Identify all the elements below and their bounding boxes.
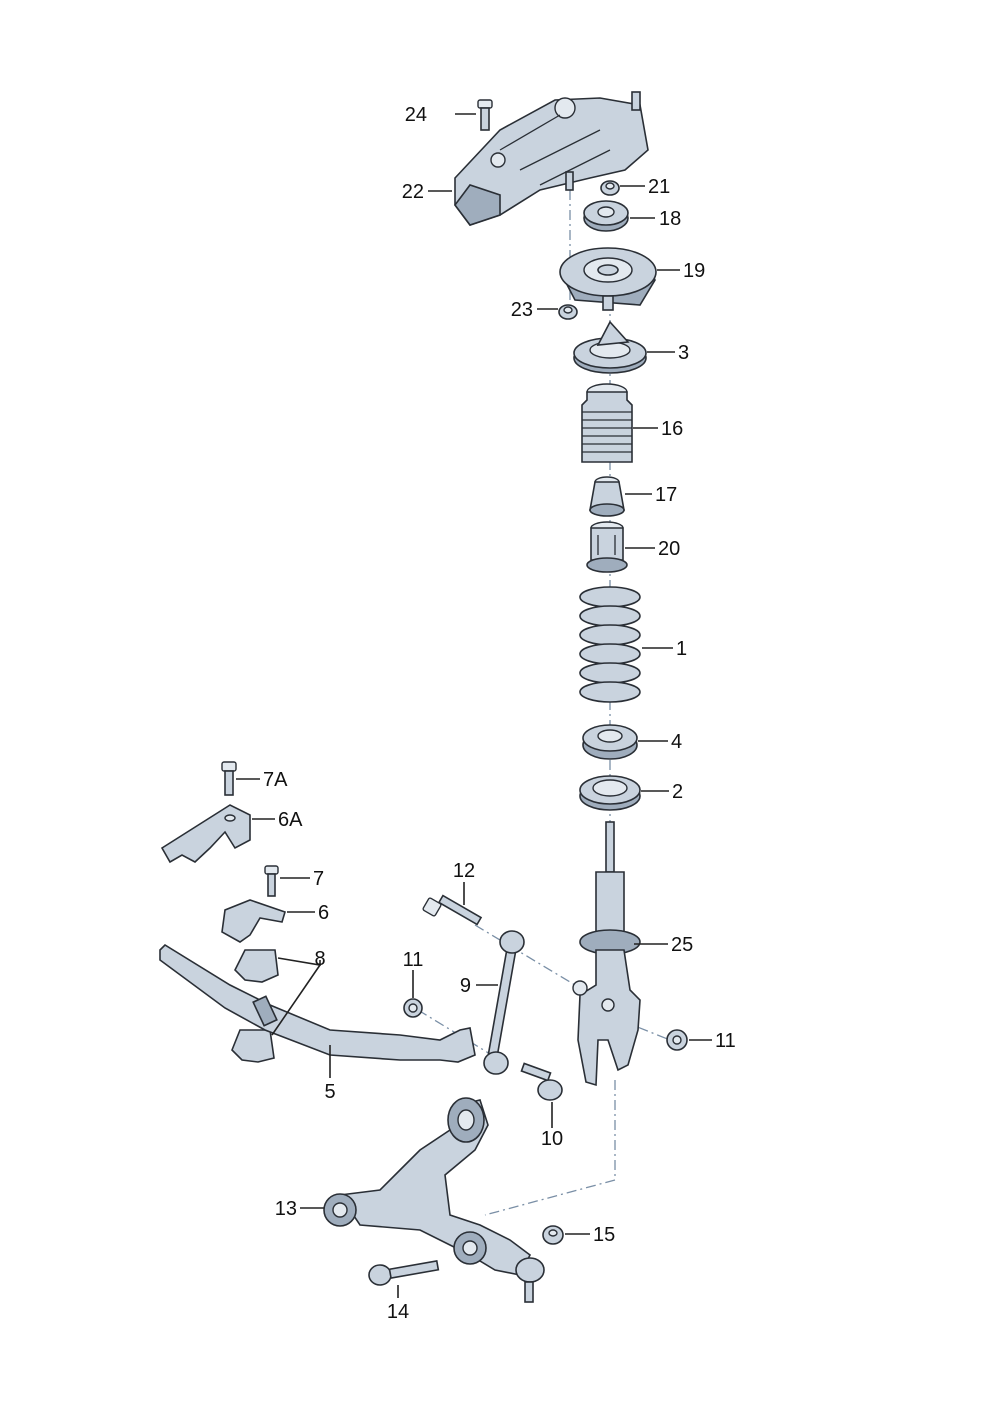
part-25-shock-absorber [572,821,641,1087]
part-2-lower-spring-seat [579,775,641,811]
part-7-bolt [264,865,279,897]
part-6a-clamp-bracket [160,804,251,864]
callout-11-right: 11 [715,1030,736,1052]
callout-4: 4 [671,731,682,753]
part-17-bump-stop [589,476,625,517]
part-13-wishbone [323,1097,545,1303]
callout-16: 16 [661,418,683,440]
part-12-bolt [422,894,483,926]
part-1-coil-spring [579,586,641,703]
callout-9: 9 [460,975,471,997]
part-8-bushing-lower [231,1029,275,1063]
callout-8: 8 [314,948,325,970]
callout-6: 6 [318,902,329,924]
callout-12: 12 [453,860,475,882]
part-9-coupling-rod [483,930,525,1075]
part-23-nut [558,304,578,320]
callout-5: 5 [324,1081,335,1103]
callout-1: 1 [676,638,687,660]
callout-15: 15 [593,1224,615,1246]
callout-17: 17 [655,484,677,506]
callout-7a: 7A [263,769,288,791]
part-7a-bolt [221,761,237,796]
leader-lines [236,113,712,1298]
part-8-bushing-upper [234,949,279,983]
callout-10: 10 [541,1128,563,1150]
part-11-nut-right [666,1029,688,1051]
callout-labels: 24 22 21 18 19 23 3 16 17 20 1 4 2 25 11… [263,104,736,1323]
part-19-strut-mounting [559,247,657,311]
part-24-bolt [477,99,493,131]
part-11-nut-left [403,998,423,1018]
callout-7: 7 [313,868,324,890]
callout-18: 18 [659,208,681,230]
part-21-nut [600,180,620,196]
part-10-bolt [520,1062,563,1101]
part-4-spring-pad [582,724,638,760]
callout-3: 3 [678,342,689,364]
callout-13: 13 [275,1198,297,1220]
part-14-bolt [368,1259,440,1286]
callout-6a: 6A [278,809,303,831]
callout-24: 24 [405,104,427,126]
part-3-upper-spring-seat [573,320,647,374]
callout-25: 25 [671,934,693,956]
part-15-nut [542,1225,564,1245]
callout-23: 23 [511,299,533,321]
callout-19: 19 [683,260,705,282]
callout-14: 14 [387,1301,409,1323]
part-22-strut-mount-bracket [454,91,649,226]
part-16-protective-boot [581,383,633,463]
callout-11-left: 11 [403,949,424,971]
callout-20: 20 [658,538,680,560]
part-5-stabilizer-bar [159,943,476,1063]
callout-2: 2 [672,781,683,803]
callout-22: 22 [402,181,424,203]
part-20-buffer-sleeve [586,521,628,573]
part-6-clamp [221,899,286,943]
callout-21: 21 [648,176,670,198]
part-18-grooved-nut [583,200,629,232]
